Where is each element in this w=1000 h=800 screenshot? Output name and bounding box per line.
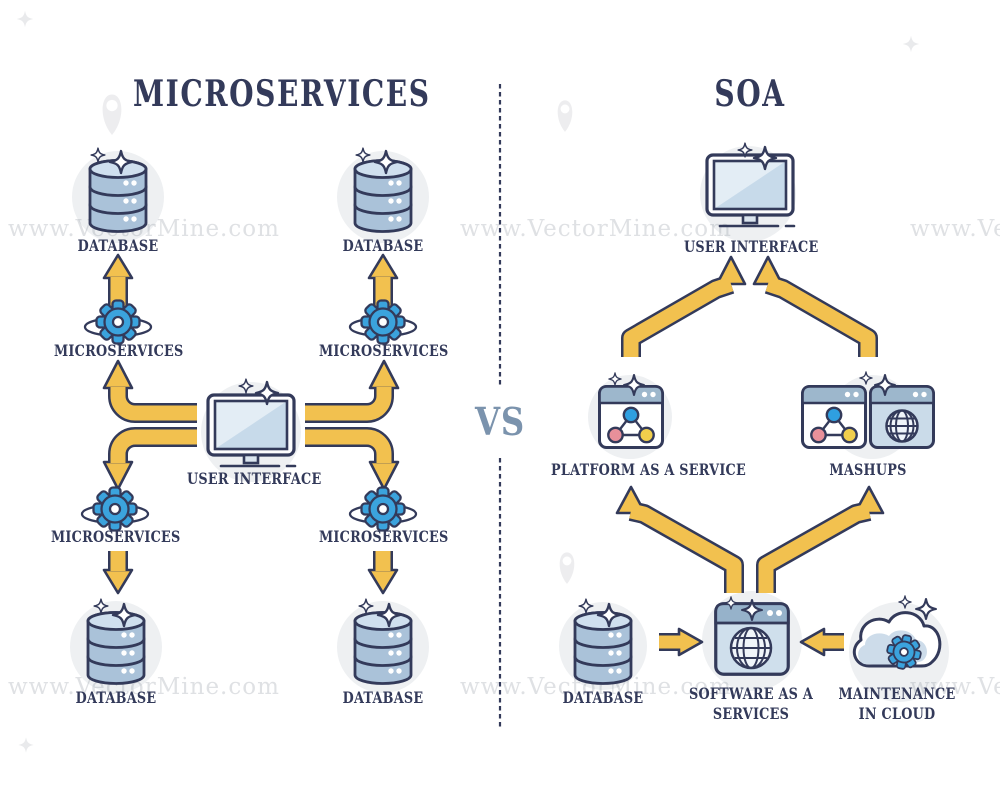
paas-window-icon <box>598 385 664 449</box>
cloud-label-line1: MAINTENANCE <box>838 684 956 703</box>
database-label: DATABASE <box>342 688 424 707</box>
database-label: DATABASE <box>75 688 157 707</box>
microservices-label: MICROSERVICES <box>54 341 184 360</box>
database-label: DATABASE <box>77 236 159 255</box>
saas-label-line1: SOFTWARE AS A <box>688 684 814 703</box>
arrow-saas-to-mashups <box>756 485 885 593</box>
arrow-ui-to-microservice-top-left <box>102 359 197 423</box>
watermark-text: www.VectorMine.com <box>910 674 1000 700</box>
user-interface-label: USER INTERFACE <box>684 237 819 256</box>
watermark-layer: www.VectorMine.com www.VectorMine.com ww… <box>8 10 1000 753</box>
database-icon <box>88 159 148 233</box>
watermark-text: www.VectorMine.com <box>460 216 732 242</box>
database-label: DATABASE <box>342 236 424 255</box>
user-interface-label: USER INTERFACE <box>187 469 322 488</box>
microservice-gear-icon <box>82 488 148 531</box>
user-interface-monitor-icon <box>206 393 297 468</box>
arrow-database-to-saas <box>659 627 704 657</box>
database-label: DATABASE <box>562 688 644 707</box>
user-interface-monitor-icon <box>705 153 796 228</box>
arrow-paas-to-ui <box>621 255 747 357</box>
mashups-window-icon <box>801 385 867 449</box>
database-icon <box>573 611 633 685</box>
soa-title: SOA <box>714 73 786 115</box>
cloud-label: MAINTENANCE IN CLOUD <box>833 684 961 724</box>
pen-nib-watermark-icon <box>102 94 122 135</box>
saas-label-line2: SERVICES <box>712 704 790 723</box>
sparkle-watermark-icon <box>18 737 34 753</box>
pen-nib-watermark-icon <box>559 552 575 584</box>
microservice-gear-icon <box>350 488 416 531</box>
arrow-mashups-to-ui <box>752 255 878 357</box>
arrow-gear-to-database-bottom-left <box>102 551 134 595</box>
paas-label: PLATFORM AS A SERVICE <box>551 460 746 479</box>
database-icon <box>353 611 413 685</box>
database-icon <box>353 159 413 233</box>
arrow-ui-to-microservice-bottom-right <box>305 427 400 491</box>
pen-nib-watermark-icon <box>557 100 573 132</box>
saas-label: SOFTWARE AS A SERVICES <box>687 684 815 724</box>
arrow-saas-to-paas <box>615 485 744 593</box>
arrow-ui-to-microservice-bottom-left <box>102 427 197 491</box>
microservice-gear-icon <box>350 301 416 344</box>
mashups-label: MASHUPS <box>829 460 907 479</box>
arrow-ui-to-microservice-top-right <box>305 359 400 423</box>
watermark-text: www.VectorMine.com <box>910 216 1000 242</box>
vs-label: VS <box>474 399 526 444</box>
arrow-gear-to-database-bottom-right <box>367 551 399 595</box>
cloud-label-line2: IN CLOUD <box>858 704 936 723</box>
microservices-label: MICROSERVICES <box>319 527 449 546</box>
sparkle-watermark-icon <box>16 10 34 28</box>
microservice-gear-icon <box>85 301 151 344</box>
sparkle-watermark-icon <box>902 35 920 53</box>
mashups-globe-window-icon <box>869 385 935 449</box>
arrow-cloud-to-saas <box>799 627 844 657</box>
microservices-label: MICROSERVICES <box>319 341 449 360</box>
microservices-title: MICROSERVICES <box>133 73 431 115</box>
database-icon <box>86 611 146 685</box>
microservices-label: MICROSERVICES <box>51 527 181 546</box>
